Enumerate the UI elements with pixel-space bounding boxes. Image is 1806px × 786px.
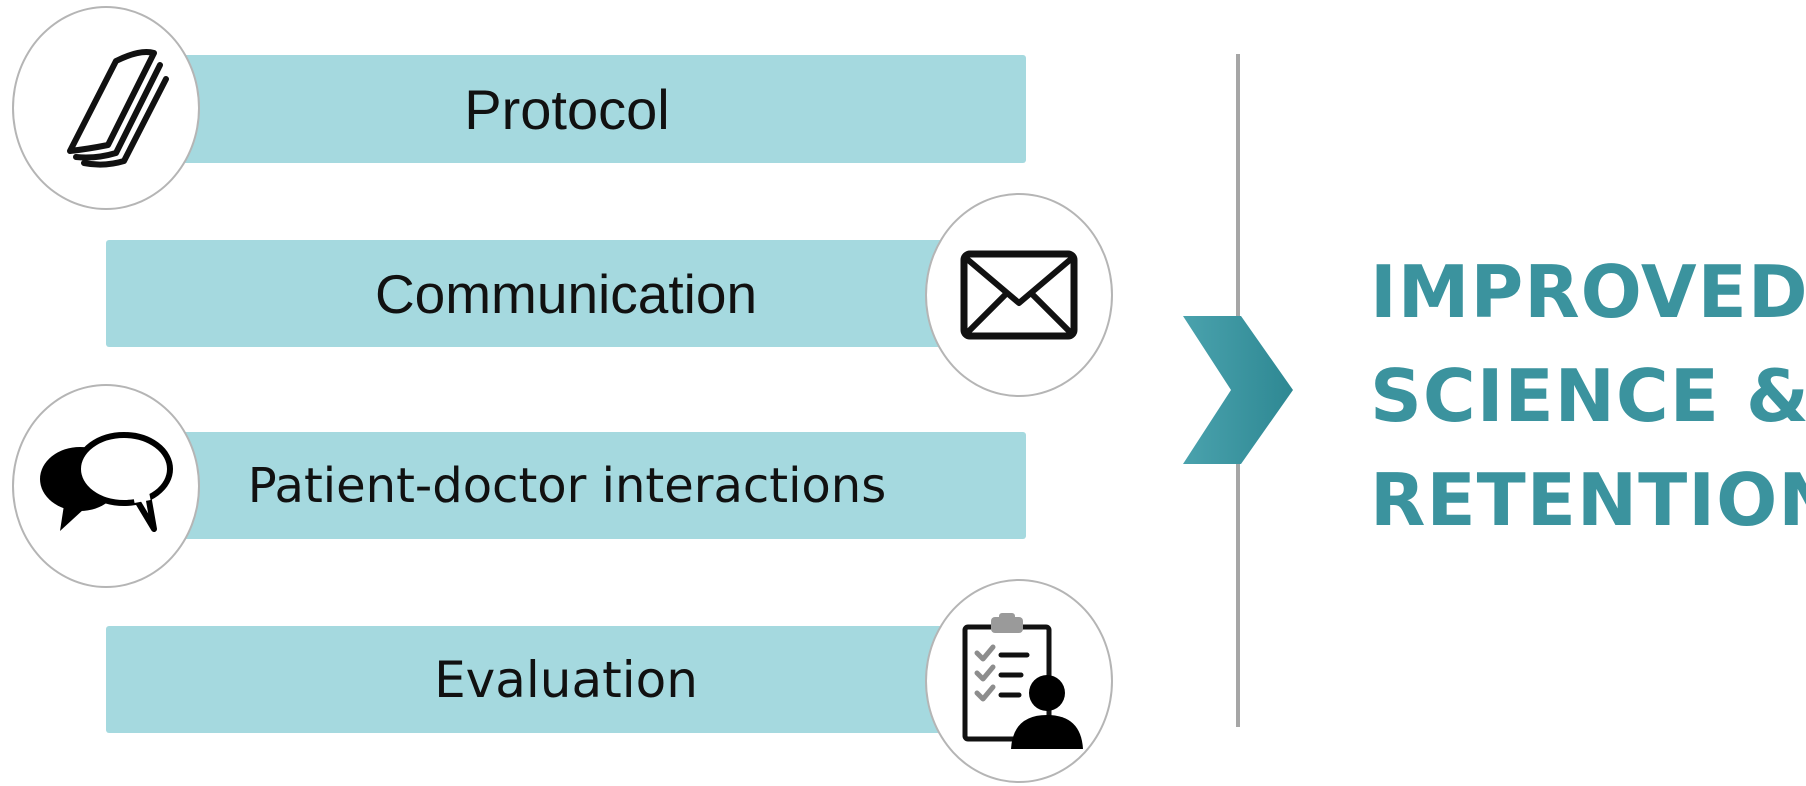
communication-icon-circle	[925, 193, 1113, 397]
protocol-icon-circle	[12, 6, 200, 210]
evaluation-label: Evaluation	[434, 650, 698, 709]
document-pages-icon	[67, 49, 169, 168]
result-line-3: RETENTION	[1370, 458, 1806, 542]
patient-icon-circle	[12, 384, 200, 588]
bar-evaluation: Evaluation	[106, 626, 952, 733]
evaluation-icon-circle	[925, 579, 1113, 783]
result-line-2: SCIENCE &	[1370, 354, 1806, 438]
protocol-label: Protocol	[464, 77, 670, 141]
bar-protocol: Protocol	[180, 55, 1026, 163]
result-line-1: IMPROVED	[1370, 250, 1806, 334]
chevron-right-icon	[1183, 316, 1293, 464]
patient-doctor-interactions-label: Patient-doctor interactions	[247, 457, 887, 514]
result-statement: IMPROVED SCIENCE & RETENTION	[1370, 240, 1806, 552]
clipboard-checklist-person-icon	[962, 613, 1083, 749]
envelope-icon	[960, 250, 1078, 340]
bar-patient-doctor-interactions: Patient-doctor interactions	[180, 432, 1026, 539]
speech-bubbles-icon	[40, 432, 173, 532]
bar-communication: Communication	[106, 240, 952, 347]
communication-label: Communication	[374, 262, 758, 325]
